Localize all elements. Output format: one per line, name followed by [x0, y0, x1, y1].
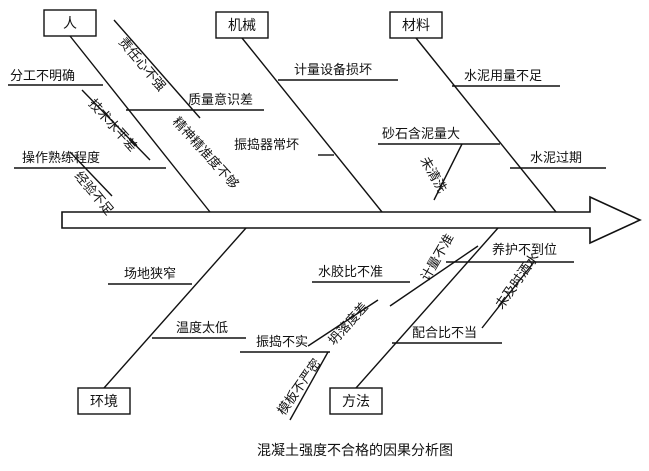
cause-formwork: 模板不严密: [274, 356, 324, 418]
label-people: 人: [63, 16, 77, 32]
cause-quality-awareness: 质量意识差: [188, 92, 253, 108]
bone-environment: [103, 227, 247, 389]
branch-skill: [81, 89, 151, 161]
bone-method: [355, 227, 499, 389]
bone-people: [69, 35, 211, 213]
bone-machine: [241, 37, 383, 213]
cause-vibration: 振捣不实: [256, 334, 308, 350]
branch-not-washed: [433, 143, 463, 201]
diagram-caption: 混凝土强度不合格的因果分析图: [257, 443, 453, 459]
cause-division-unclear: 分工不明确: [10, 69, 75, 84]
cause-skill-poor: 技术水平差: [85, 97, 140, 155]
cause-metering-damaged: 计量设备损坏: [294, 62, 372, 78]
label-machine: 机械: [228, 18, 256, 34]
spine-arrow: [61, 195, 642, 245]
branch-metering-inaccurate: [389, 245, 479, 307]
cause-not-watered: 未及时洒水: [493, 250, 543, 312]
label-material: 材料: [402, 18, 430, 34]
cause-site-narrow: 场地狭窄: [124, 266, 176, 282]
cause-cement-insufficient: 水泥用量不足: [464, 69, 542, 84]
cause-temperature: 温度太低: [176, 320, 228, 336]
bone-material: [415, 37, 557, 213]
cause-not-washed: 未清洗: [417, 155, 449, 196]
cause-precision: 精神精准度不够: [169, 114, 242, 192]
cause-aggregate-mud: 砂石含泥量大: [382, 126, 460, 142]
branch-formwork: [289, 351, 329, 421]
cause-mix-ratio: 配合比不当: [412, 326, 477, 341]
branch-not-watered: [481, 261, 535, 329]
cause-metering-inaccurate: 计量不准: [418, 231, 457, 284]
cause-cement-expired: 水泥过期: [530, 151, 582, 166]
label-method: 方法: [342, 394, 370, 410]
cause-responsibility-weak: 责任心不强: [115, 35, 168, 94]
cause-slump: 坍落度差: [325, 299, 372, 348]
branch-slump: [307, 299, 379, 347]
cause-wc-ratio: 水胶比不准: [318, 264, 383, 280]
cause-operation: 操作熟练程度: [22, 150, 100, 166]
branch-experience: [69, 151, 113, 197]
label-environment: 环境: [90, 394, 118, 410]
cause-curing: 养护不到位: [492, 242, 557, 258]
branch-responsibility: [113, 19, 201, 119]
cause-vibrator: 振捣器常坏: [234, 137, 299, 153]
